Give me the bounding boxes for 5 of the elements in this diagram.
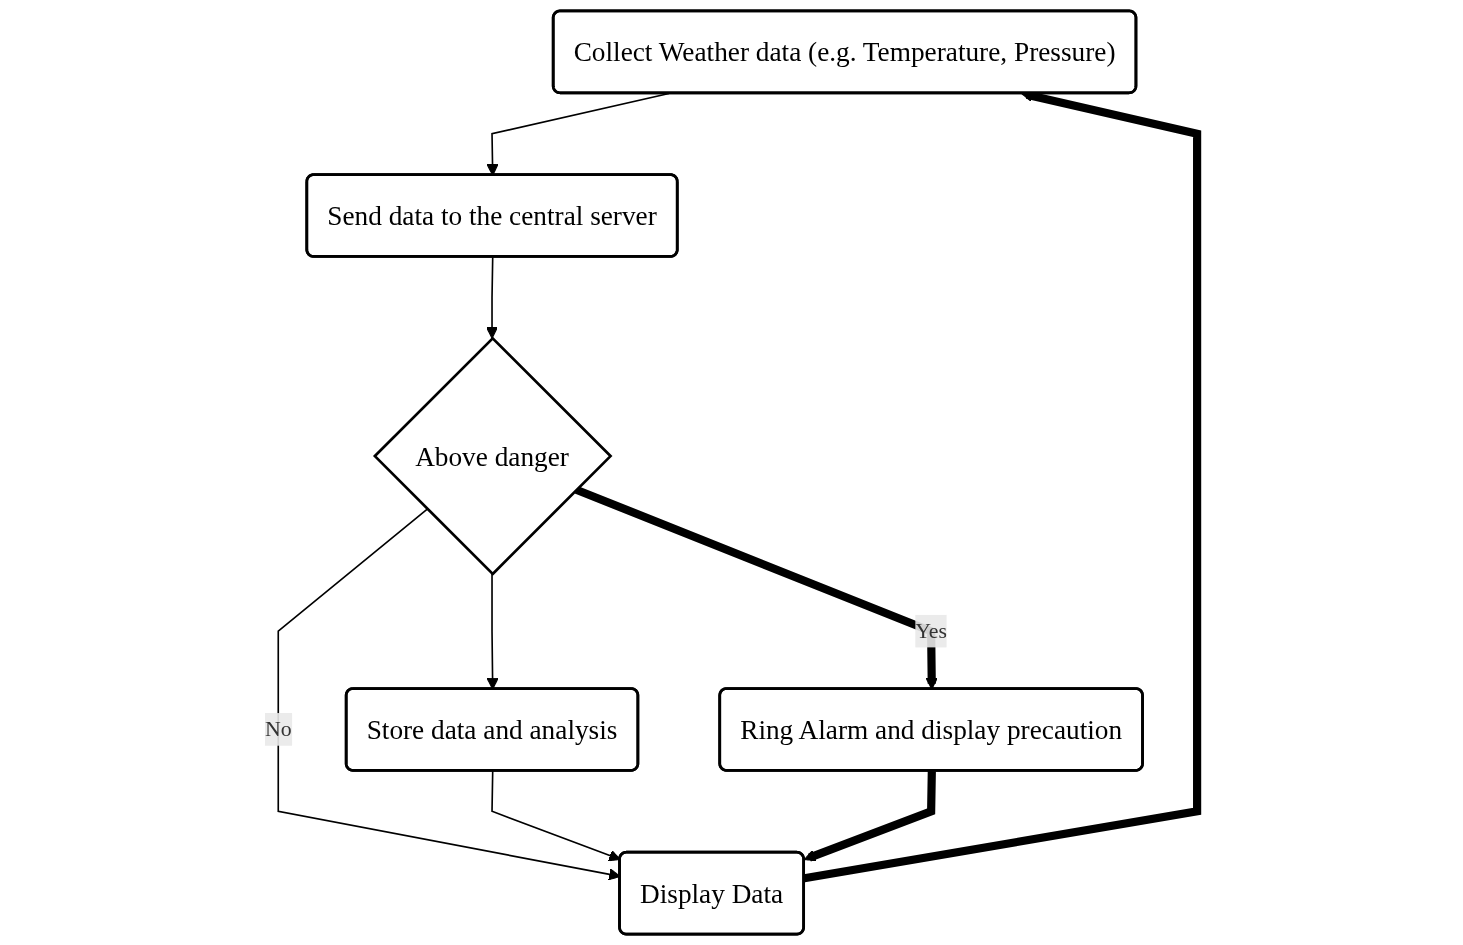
arrow bbox=[804, 771, 937, 862]
arrow bbox=[486, 256, 499, 339]
edge-label: No bbox=[265, 717, 293, 741]
edge-label: Yes bbox=[915, 618, 948, 643]
node-diamond: Above danger bbox=[373, 336, 613, 576]
